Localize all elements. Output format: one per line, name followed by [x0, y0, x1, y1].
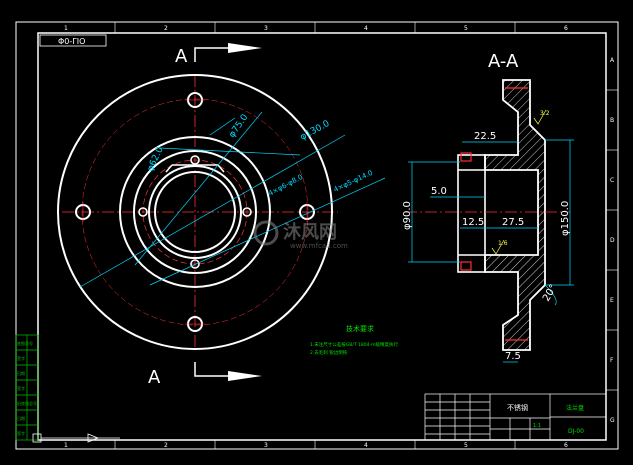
side-table-cell-7: 签字 — [17, 430, 25, 436]
zone-right-e: E — [610, 297, 614, 304]
zone-top-4: 4 — [364, 25, 368, 32]
zone-bottom-2: 2 — [164, 442, 168, 449]
section-mark-top: A — [175, 46, 188, 67]
side-table-cell-4: 签字 — [17, 385, 25, 391]
title-block — [424, 393, 607, 441]
dim-5-0: 5.0 — [431, 186, 447, 197]
zone-ruler-top — [114, 22, 618, 449]
zone-bottom-5: 5 — [464, 442, 468, 449]
zone-right-f: F — [610, 357, 614, 364]
section-view: A-A — [402, 51, 574, 363]
dim-d150: φ150.0 — [560, 201, 571, 236]
technical-notes: 技术要求 1.未注尺寸公差按GB/T 1804-m级精度执行 2.去毛刺 锐边倒… — [310, 324, 399, 356]
section-arrow-top — [194, 43, 262, 62]
section-profile — [484, 79, 546, 351]
front-view: φ75.0 φ130.0 φ62.0 4×φ6-φ8.0 4×φ5-φ14.0 … — [57, 43, 386, 388]
title-part-name: 法兰盘 — [566, 404, 584, 412]
section-arrow-bottom — [194, 362, 262, 381]
dim-7-5: 7.5 — [505, 351, 521, 362]
roughness-mid: 1.6 — [498, 240, 508, 247]
dim-d130: φ130.0 — [299, 119, 332, 143]
zone-bottom-4: 4 — [364, 442, 368, 449]
side-table-cell-3: 日期 — [17, 370, 25, 376]
zone-right-a: A — [610, 57, 615, 64]
side-table-cell-2: 签字 — [17, 355, 25, 361]
ucs-icon — [32, 433, 120, 443]
side-table — [15, 334, 39, 441]
zone-bottom-6: 6 — [564, 442, 568, 449]
zone-top-2: 2 — [164, 25, 168, 32]
watermark-url: www.mfcad.com — [290, 242, 348, 250]
watermark-text: 沐风网 — [283, 221, 337, 243]
zone-right-b: B — [610, 117, 614, 124]
zone-right-g: G — [610, 417, 615, 424]
zone-top-6: 6 — [564, 25, 568, 32]
notes-line-2: 2.去毛刺 锐边倒钝 — [310, 349, 348, 356]
zone-top-3: 3 — [264, 25, 268, 32]
side-table-cell-1: 底图总号 — [17, 340, 33, 346]
drawing-frame — [15, 21, 619, 450]
title-material: 不锈钢 — [507, 403, 528, 412]
zone-bottom-1: 1 — [64, 442, 68, 449]
dim-d75: φ75.0 — [227, 112, 250, 139]
dim-22-5: 22.5 — [474, 131, 496, 142]
drawing-code: Φ0-ΓΙΟ — [58, 37, 85, 46]
section-title: A-A — [488, 51, 519, 72]
section-mark-bottom: A — [148, 367, 161, 388]
zone-top-1: 1 — [64, 25, 68, 32]
dim-27-5: 27.5 — [502, 217, 524, 228]
zone-bottom-3: 3 — [264, 442, 268, 449]
zone-right-c: C — [610, 177, 614, 184]
dim-12-5: 12.5 — [462, 217, 484, 228]
side-table-cell-5: 旧底图总号 — [17, 400, 37, 406]
drawing-code-box — [39, 34, 107, 47]
notes-line-1: 1.未注尺寸公差按GB/T 1804-m级精度执行 — [310, 341, 399, 348]
side-table-cell-6: 日期 — [17, 415, 25, 421]
watermark: 沐风网 www.mfcad.com — [253, 220, 348, 250]
roughness-top: 3.2 — [540, 110, 550, 117]
title-drawing-number: DJ-00 — [568, 428, 584, 435]
notes-title: 技术要求 — [346, 324, 374, 333]
dim-hole-large: 4×φ5-φ14.0 — [332, 169, 374, 194]
title-scale: 1:1 — [533, 423, 541, 429]
zone-top-5: 5 — [464, 25, 468, 32]
dim-d90: φ90.0 — [402, 201, 413, 230]
zone-right-d: D — [610, 237, 615, 244]
